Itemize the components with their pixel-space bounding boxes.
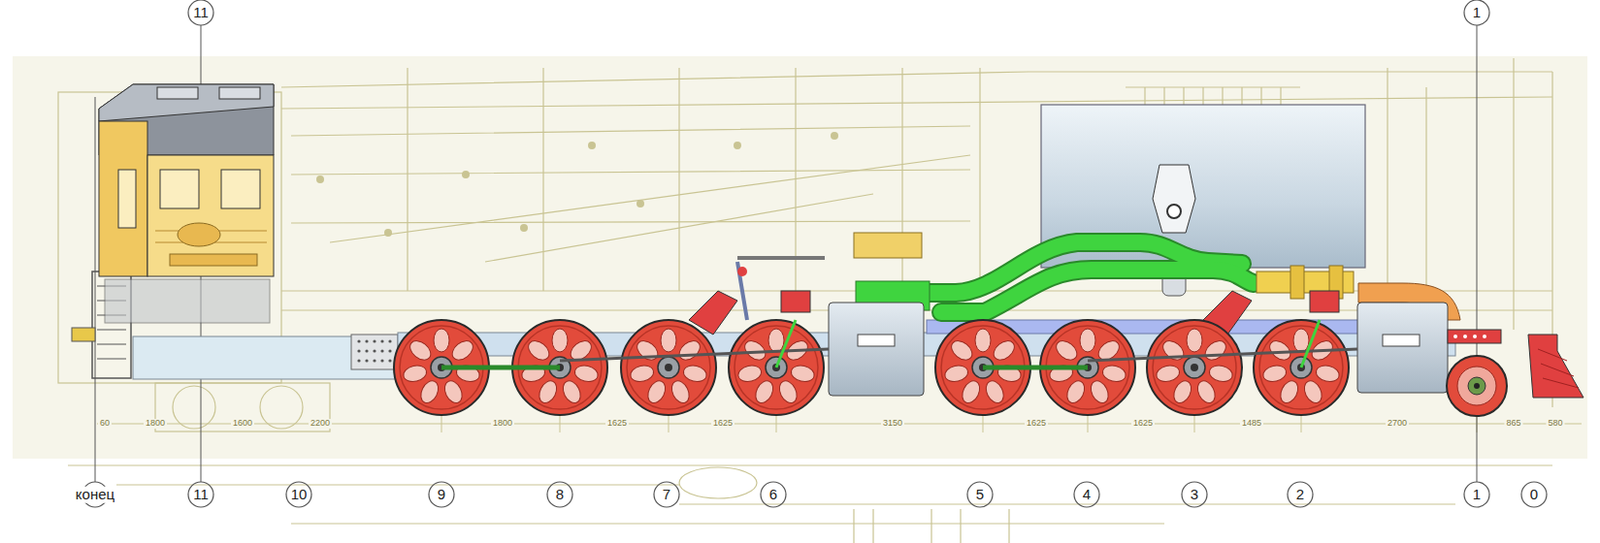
dimension-label: 2200 — [308, 419, 332, 429]
dimension-label: 1800 — [143, 419, 167, 429]
callout-number: 6 — [769, 487, 778, 504]
callout-number: 4 — [1082, 487, 1091, 504]
dimension-label: 1625 — [711, 419, 735, 429]
callout-number: 11 — [193, 487, 209, 504]
dimension-label: 1485 — [1240, 419, 1264, 429]
dimension-label: 60 — [97, 419, 112, 429]
dimension-label: 865 — [1503, 419, 1523, 429]
callout-number: 7 — [662, 487, 671, 504]
callout-number: 10 — [291, 487, 308, 504]
callout-number: конец — [73, 487, 117, 504]
callout-number: 8 — [555, 487, 564, 504]
callout-number: 11 — [193, 4, 209, 22]
callout-number: 0 — [1530, 487, 1538, 504]
dimension-label: 1600 — [230, 419, 255, 429]
callout-number: 9 — [437, 487, 446, 504]
dimension-label: 580 — [1545, 419, 1565, 429]
dimension-label: 1625 — [605, 419, 629, 429]
dimension-label: 2700 — [1385, 419, 1409, 429]
dimension-label: 3150 — [881, 419, 905, 429]
dimension-label: 1800 — [490, 419, 515, 429]
dimension-label: 1625 — [1131, 419, 1155, 429]
dimension-label: 1625 — [1024, 419, 1048, 429]
callout-number: 5 — [976, 487, 984, 504]
callout-number: 3 — [1190, 487, 1199, 504]
callout-number: 1 — [1472, 487, 1481, 504]
callout-number: 2 — [1296, 487, 1305, 504]
callout-number: 1 — [1472, 4, 1481, 22]
